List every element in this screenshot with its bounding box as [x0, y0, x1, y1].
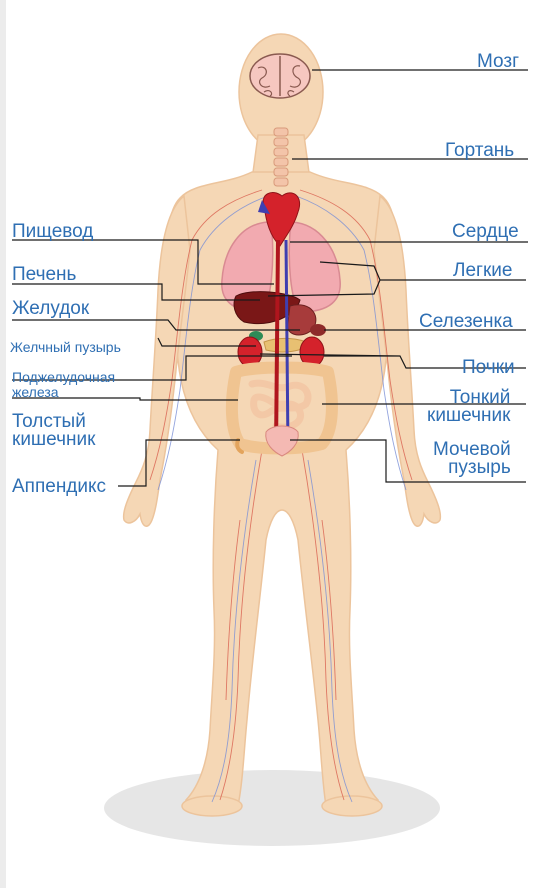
label-pancreas: Поджелудочная железа: [12, 370, 115, 400]
label-appendix: Аппендикс: [12, 477, 106, 496]
torso-and-legs: [167, 172, 396, 809]
floor-shadow: [104, 770, 440, 846]
label-small-intestine: Тонкий кишечник: [427, 389, 510, 425]
label-brain: Мозг: [477, 52, 519, 71]
label-spleen: Селезенка: [419, 312, 513, 331]
label-stomach: Желудок: [12, 299, 89, 318]
label-bladder-line2: пузырь: [433, 459, 511, 477]
label-larynx: Гортань: [445, 141, 514, 160]
label-bladder: Мочевой пузырь: [433, 441, 511, 477]
label-lungs: Легкие: [453, 261, 512, 280]
label-kidneys: Почки: [462, 358, 515, 377]
label-esophagus: Пищевод: [12, 222, 93, 241]
label-pancreas-line2: железа: [12, 385, 115, 400]
label-liver: Печень: [12, 265, 76, 284]
vena-cava: [286, 240, 288, 450]
label-pancreas-line1: Поджелудочная: [12, 370, 115, 385]
spleen: [310, 324, 326, 336]
label-heart: Сердце: [452, 222, 519, 241]
label-large-intestine-line2: кишечник: [12, 431, 95, 449]
aorta: [276, 240, 278, 450]
right-foot: [322, 796, 382, 816]
brain: [250, 54, 310, 98]
label-gallbladder: Желчный пузырь: [10, 340, 121, 354]
label-large-intestine: Толстый кишечник: [12, 413, 95, 449]
left-foot: [182, 796, 242, 816]
label-small-intestine-line2: кишечник: [427, 407, 510, 425]
